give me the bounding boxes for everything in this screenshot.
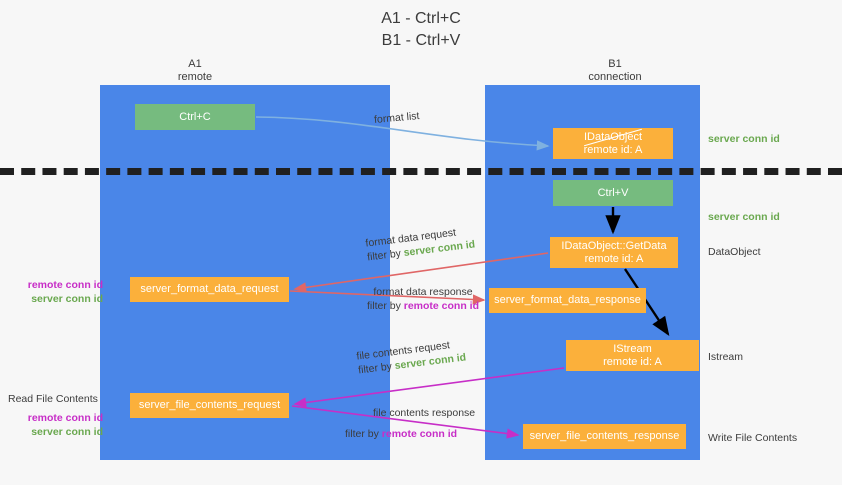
box-server-file-contents-response[interactable]: server_file_contents_response bbox=[523, 424, 686, 449]
annotation-conn-ids-format: remote conn id server conn id bbox=[8, 278, 103, 306]
edge-label-file-contents-response-line1: file contents response bbox=[373, 407, 476, 419]
column-header-b1-name: B1 bbox=[608, 58, 622, 70]
annotation-write-file-contents: Write File Contents bbox=[708, 432, 798, 444]
box-istream-remote-id: remote id: A bbox=[603, 355, 662, 368]
box-server-format-data-response-label: server_format_data_response bbox=[494, 294, 641, 306]
box-ctrl-v-label: Ctrl+V bbox=[597, 186, 629, 199]
box-ctrl-v[interactable]: Ctrl+V bbox=[553, 180, 673, 206]
phase-separator-line bbox=[0, 168, 842, 175]
box-server-format-data-request[interactable]: server_format_data_request bbox=[130, 277, 289, 302]
column-header-b1-sub: connection bbox=[588, 71, 642, 83]
box-ctrl-c-label: Ctrl+C bbox=[179, 110, 211, 123]
box-idataobject[interactable]: IDataObject remote id: A bbox=[553, 128, 673, 159]
annotation-read-file-contents: Read File Contents bbox=[8, 393, 98, 405]
edge-label-format-data-response: format data response filter by remote co… bbox=[338, 285, 508, 313]
box-getdata-remote-id: remote id: A bbox=[584, 252, 644, 265]
box-istream-label: IStream bbox=[613, 342, 652, 355]
box-server-file-contents-request-label: server_file_contents_request bbox=[138, 399, 281, 411]
annotation-server-conn-id-mid: server conn id bbox=[708, 211, 780, 223]
filter-prefix: filter by bbox=[366, 300, 404, 312]
box-idataobject-label: IDataObject bbox=[583, 130, 643, 143]
edge-label-format-data-response-filter: filter by remote conn id bbox=[338, 299, 508, 313]
annotation-dataobject: DataObject bbox=[708, 246, 761, 258]
filter-value-remote-conn-id: remote conn id bbox=[403, 300, 480, 312]
box-server-file-contents-request[interactable]: server_file_contents_request bbox=[130, 393, 289, 418]
column-header-a1: A1 remote bbox=[135, 58, 255, 84]
edge-label-format-list-text: format list bbox=[373, 110, 420, 126]
edge-label-format-list: format list bbox=[373, 109, 420, 127]
annotation-istream: Istream bbox=[708, 351, 744, 363]
filter-prefix: filter by bbox=[345, 428, 382, 440]
annotation-remote-conn-id: remote conn id bbox=[27, 279, 103, 291]
box-istream[interactable]: IStream remote id: A bbox=[566, 340, 699, 371]
title-line-1: A1 - Ctrl+C bbox=[381, 10, 461, 27]
column-header-a1-name: A1 bbox=[188, 58, 202, 70]
title-line-2: B1 - Ctrl+V bbox=[381, 32, 461, 49]
filter-value-remote-conn-id: remote conn id bbox=[381, 428, 458, 440]
annotation-server-conn-id: server conn id bbox=[31, 293, 103, 305]
box-server-format-data-request-label: server_format_data_request bbox=[140, 283, 279, 295]
annotation-conn-ids-file: remote conn id server conn id bbox=[8, 411, 103, 439]
box-server-file-contents-response-label: server_file_contents_response bbox=[529, 430, 680, 442]
column-header-b1: B1 connection bbox=[535, 58, 695, 84]
edge-label-file-contents-response-filter: filter by remote conn id bbox=[345, 420, 475, 441]
filter-prefix: filter by bbox=[366, 247, 405, 264]
box-idataobject-getdata[interactable]: IDataObject::GetData remote id: A bbox=[550, 237, 678, 268]
annotation-server-conn-id-top: server conn id bbox=[708, 133, 780, 145]
page-title: A1 - Ctrl+C B1 - Ctrl+V bbox=[0, 8, 842, 52]
box-ctrl-c[interactable]: Ctrl+C bbox=[135, 104, 255, 130]
box-server-format-data-response[interactable]: server_format_data_response bbox=[489, 288, 646, 313]
edge-label-file-contents-response: file contents response filter by remote … bbox=[345, 406, 475, 441]
column-header-a1-sub: remote bbox=[177, 71, 213, 83]
annotation-remote-conn-id: remote conn id bbox=[27, 412, 103, 424]
box-getdata-label: IDataObject::GetData bbox=[561, 239, 667, 252]
edge-label-format-data-response-line1: format data response bbox=[373, 286, 473, 298]
annotation-server-conn-id: server conn id bbox=[31, 426, 103, 438]
box-idataobject-remote-id: remote id: A bbox=[583, 143, 643, 156]
